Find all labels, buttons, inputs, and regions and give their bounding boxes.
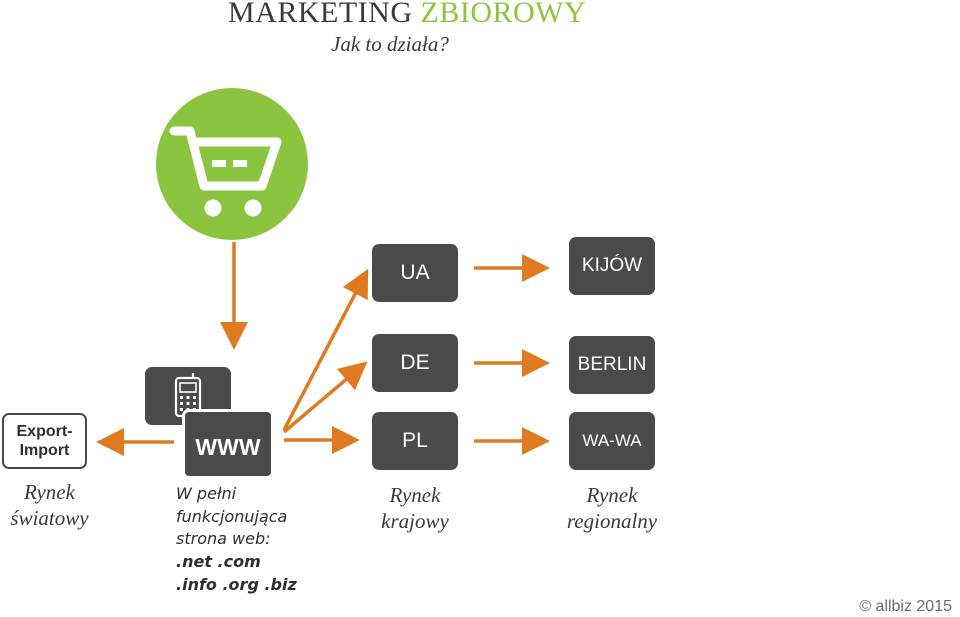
arrow-www-to-ua xyxy=(282,268,369,431)
city-box-kijow: KIJÓW xyxy=(569,237,655,295)
page-title: MARKETING ZBIOROWY xyxy=(228,0,586,30)
copyright-text: © allbiz 2015 xyxy=(859,598,952,615)
shopping-cart-icon xyxy=(156,88,308,240)
label-rynek-krajowy: Rynek krajowy xyxy=(381,483,449,534)
city-box-berlin: BERLIN xyxy=(569,336,655,394)
label-web-description: W pełni funkcjonująca strona web: .net .… xyxy=(176,483,297,597)
title-main: MARKETING xyxy=(228,0,413,29)
web-line-1: W pełni xyxy=(176,484,237,503)
web-line-5: .info .org .biz xyxy=(176,574,297,594)
www-box: WWW xyxy=(182,409,274,479)
page-subtitle: Jak to działa? xyxy=(331,32,449,56)
label-rynek-swiatowy: Rynek światowy xyxy=(10,480,89,531)
arrow-www-to-de xyxy=(282,361,368,434)
export-import-box: Export- Import xyxy=(2,413,87,469)
web-line-4: .net .com xyxy=(176,552,261,572)
web-line-3: strona web: xyxy=(176,529,271,549)
city-box-wawa: WA-WA xyxy=(569,412,655,470)
title-accent: ZBIOROWY xyxy=(420,0,587,29)
country-box-ua: UA xyxy=(372,244,458,302)
country-box-pl: PL xyxy=(372,412,458,470)
label-rynek-regionalny: Rynek regionalny xyxy=(566,483,658,534)
country-box-de: DE xyxy=(372,334,458,392)
web-line-2: funkcjonująca xyxy=(176,506,288,526)
